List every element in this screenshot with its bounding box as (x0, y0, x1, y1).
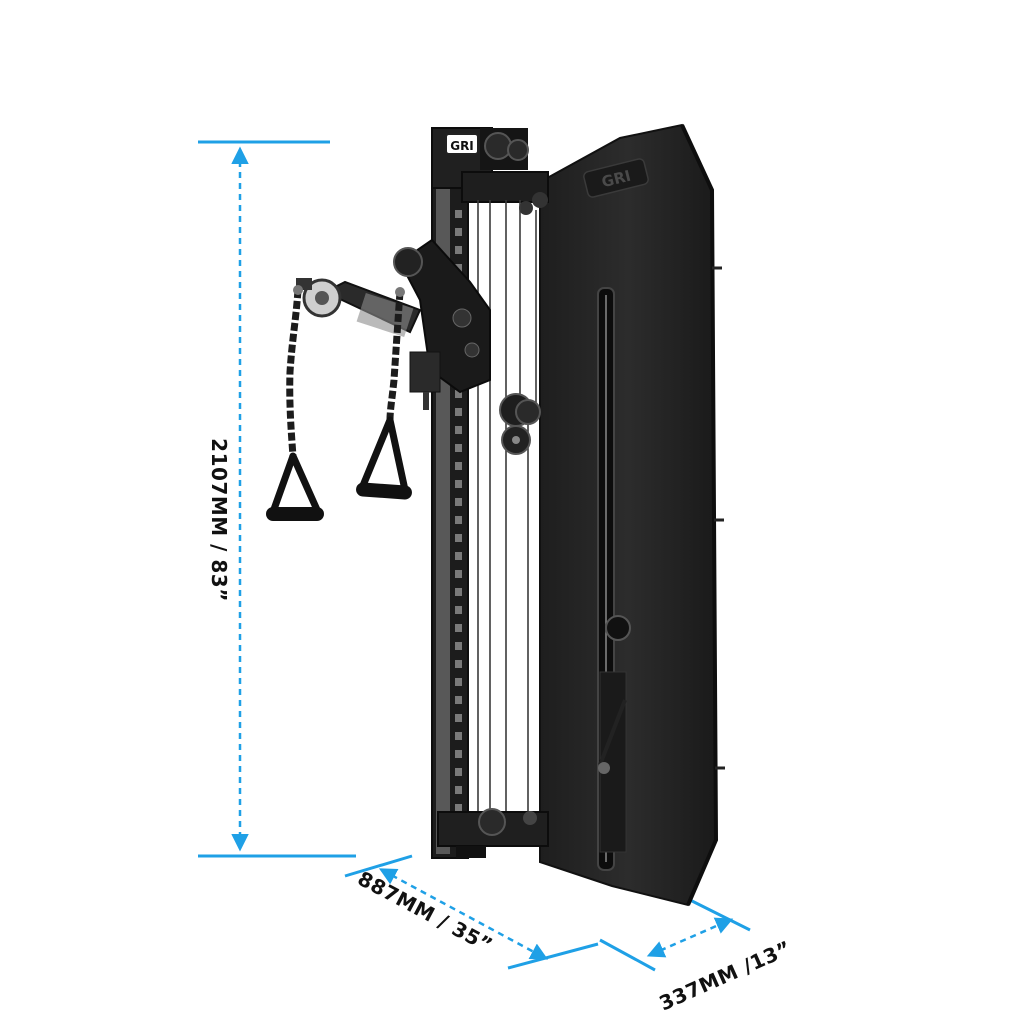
width-dimension: 337MM /13” (599, 898, 795, 1016)
upright-hole (455, 660, 462, 668)
upright-hole (455, 714, 462, 722)
upright-hole (455, 534, 462, 542)
upright-hole (455, 786, 462, 794)
width-left-extension-line (599, 938, 656, 972)
upright-hole (455, 606, 462, 614)
cable-machine: GRI GRI (266, 123, 725, 907)
weight-stack (599, 671, 627, 853)
bottom-pulley-icon (478, 808, 506, 836)
weight-stack-shroud (539, 123, 718, 907)
depth-dimension-arrow-icon (378, 868, 549, 960)
logo-plate: GRI (583, 158, 649, 198)
right-rope-cable (386, 291, 404, 421)
upright-hole (455, 516, 462, 524)
upright-hole (455, 246, 462, 254)
upright-hole (455, 732, 462, 740)
upright-hole (455, 642, 462, 650)
upright-hole (455, 390, 462, 398)
arm-pivot-pulley-icon (393, 247, 423, 277)
upright-hole (455, 768, 462, 776)
top-pulley-icon-2 (507, 139, 529, 161)
upright-hole (455, 498, 462, 506)
left-handle-assembly (266, 285, 324, 521)
upright-hole (455, 408, 462, 416)
upright-hole (455, 210, 462, 218)
upright-hole (455, 750, 462, 758)
upright-hole (455, 804, 462, 812)
selector-pin-head (598, 762, 610, 774)
upright-hole (455, 552, 462, 560)
cables (477, 200, 537, 820)
upright-hole (455, 696, 462, 704)
upright-hole (455, 588, 462, 596)
height-dimension: 2107MM / 83” (198, 140, 356, 858)
base-assembly (437, 808, 549, 858)
depth-dimension: 887MM / 35” (344, 854, 599, 970)
depth-label: 887MM / 35” (354, 866, 497, 957)
left-stirrup-handle-icon (269, 452, 322, 516)
width-right-extension-line (689, 898, 751, 932)
upright-hole (455, 480, 462, 488)
left-rope-cable (286, 289, 302, 457)
upright-hole (455, 426, 462, 434)
selector-pin (598, 699, 627, 766)
right-stirrup-handle-icon (358, 416, 409, 494)
right-handle-assembly (356, 287, 412, 500)
floating-pulley-block (499, 393, 541, 455)
shroud-side-edge (680, 124, 719, 906)
width-dimension-arrow-icon (646, 917, 734, 958)
depth-right-extension-line (507, 942, 599, 970)
upright-hole (455, 228, 462, 236)
head-logo-text: GRI (450, 139, 474, 153)
weight-selector-knob (605, 615, 631, 641)
upright-hole (455, 624, 462, 632)
top-head-assembly: GRI (431, 127, 549, 215)
top-pulley-icon (484, 132, 512, 160)
wall-brackets (712, 266, 725, 770)
upright-hole (455, 678, 462, 686)
depth-left-extension-line (344, 854, 413, 878)
upright-hole (455, 570, 462, 578)
height-label: 2107MM / 83” (207, 438, 231, 602)
upright-column (431, 135, 469, 859)
width-label: 337MM /13” (656, 936, 795, 1016)
upright-hole (455, 444, 462, 452)
upright-hole (455, 462, 462, 470)
